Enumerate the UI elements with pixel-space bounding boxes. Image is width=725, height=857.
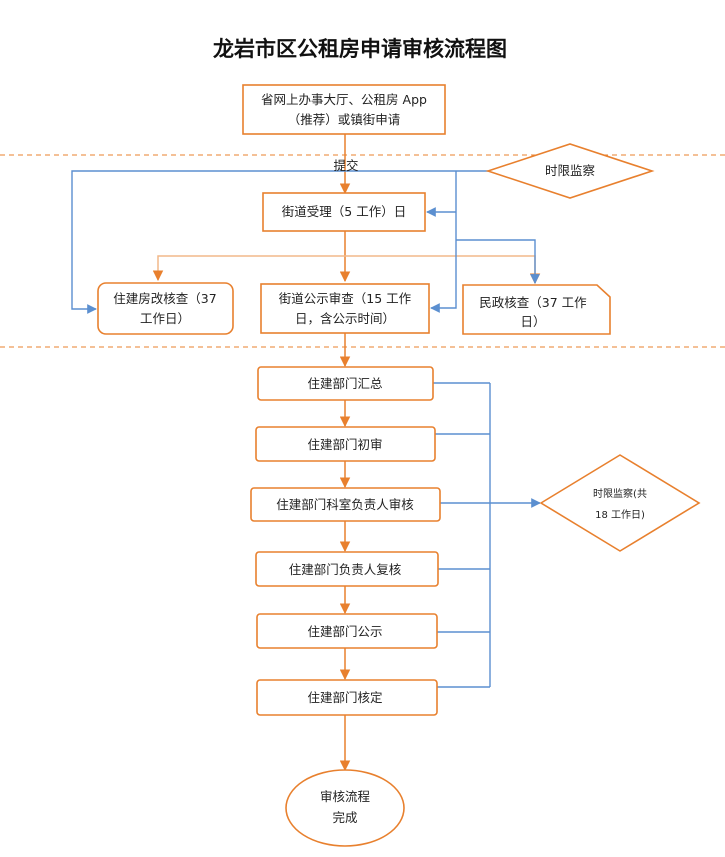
dept-head-node: 住建部门负责人复核: [255, 551, 439, 587]
arrow-accept-to-civil-check: [345, 255, 541, 285]
page-title: 龙岩市区公租房申请审核流程图: [213, 37, 507, 61]
dept-summary-text: 住建部门汇总: [307, 376, 382, 391]
finish-text-1: 审核流程: [320, 789, 371, 804]
dept-summary-node: 住建部门汇总: [257, 366, 434, 401]
dept-approve-node: 住建部门核定: [256, 679, 438, 716]
civil-check-node: 民政核查（37 工作 日）: [462, 284, 611, 335]
monitor-link-public: [430, 240, 457, 313]
street-public-text-2: 日，含公示时间）: [295, 311, 395, 326]
dept-publicity-text: 住建部门公示: [307, 624, 382, 639]
monitor-link-housing: [71, 170, 488, 314]
monitor-link-civil: [456, 239, 540, 284]
finish-text-2: 完成: [332, 810, 357, 825]
dept-approve-text: 住建部门核定: [307, 690, 382, 705]
monitor-bottom-diamond: 时限监察(共 18 工作日): [539, 454, 701, 552]
apply-text-2: （推荐）或镇街申请: [288, 112, 401, 127]
housing-check-text-2: 工作日）: [140, 311, 190, 326]
dept-head-text: 住建部门负责人复核: [289, 562, 402, 577]
monitor-top-diamond: 时限监察: [485, 143, 655, 199]
dept-initial-text: 住建部门初审: [307, 437, 382, 452]
dept-publicity-node: 住建部门公示: [256, 613, 438, 649]
street-accept-text: 街道受理（5 工作）日: [282, 204, 406, 219]
arrow-accept-to-housing-check: [152, 255, 345, 282]
submit-label: 提交: [333, 158, 358, 173]
dept-initial-node: 住建部门初审: [255, 426, 436, 462]
civil-check-text-2: 日）: [520, 314, 545, 329]
civil-check-text-1: 民政核查（37 工作: [479, 295, 587, 310]
street-public-node: 街道公示审查（15 工作 日，含公示时间）: [260, 283, 430, 334]
dept-section-text: 住建部门科室负责人审核: [276, 497, 414, 512]
dept-section-node: 住建部门科室负责人审核: [250, 487, 441, 522]
monitor-top-text: 时限监察: [545, 163, 596, 178]
street-public-text-1: 街道公示审查（15 工作: [279, 291, 412, 306]
monitor-bottom-text-2: 18 工作日): [595, 509, 645, 521]
monitor-bottom-text-1: 时限监察(共: [593, 487, 647, 500]
apply-node: 省网上办事大厅、公租房 App （推荐）或镇街申请: [242, 84, 446, 135]
street-accept-node: 街道受理（5 工作）日: [262, 192, 426, 232]
apply-text-1: 省网上办事大厅、公租房 App: [261, 92, 427, 107]
housing-check-text-1: 住建房改核查（37: [113, 291, 216, 306]
finish-node: 审核流程 完成: [285, 769, 405, 847]
housing-check-node: 住建房改核查（37 工作日）: [97, 282, 234, 335]
